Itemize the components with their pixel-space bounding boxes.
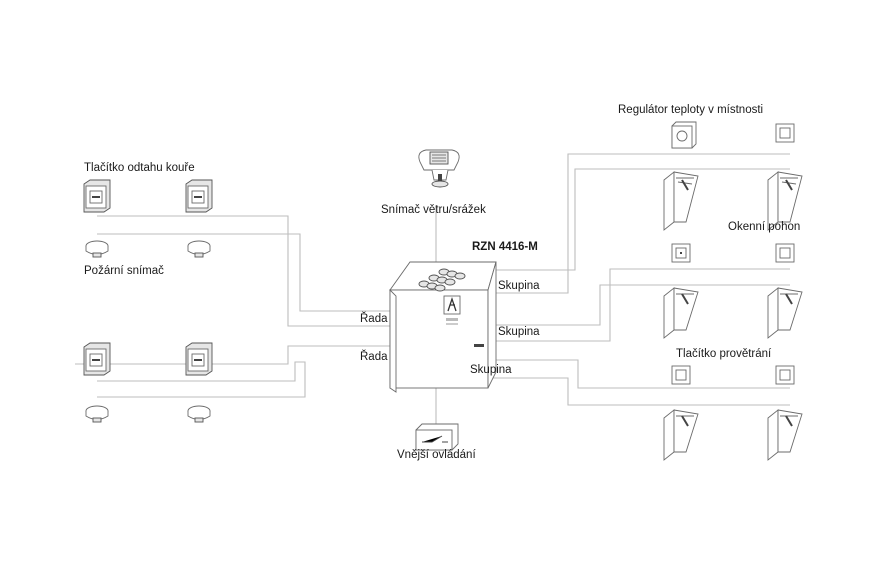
wall-switch-icon [775,123,795,143]
room-thermostat-icon [671,121,697,149]
wires-right [435,153,790,428]
fire-sensor-icon [187,405,211,423]
label-group-3: Skupina [470,364,512,376]
wind-rain-sensor-icon [418,149,460,188]
wire-group3-b [488,359,790,389]
label-controller: RZN 4416-M [472,241,538,253]
label-room-thermostat: Regulátor teploty v místnosti [618,104,764,116]
smoke-button-icon [185,179,213,213]
wire-line1-sensors [97,233,390,312]
window-drive-icon [767,171,803,231]
label-group-1: Skupina [498,280,540,292]
smoke-button-icon [83,342,111,376]
smoke-button-icon [185,342,213,376]
fire-sensor-icon [85,240,109,258]
fire-sensor-icon [187,240,211,258]
wire-line2-sensors [97,361,306,398]
smoke-button-icon [83,179,111,213]
window-drive-icon [663,171,699,231]
label-wind-rain-sensor: Snímač větru/srážek [381,204,486,216]
label-fire-sensor: Požární snímač [84,265,164,277]
cable-glands [418,268,466,292]
label-external-control: Vnější ovládání [397,449,476,461]
wall-switch-icon [775,365,795,385]
wire-line2-buttons [75,345,390,365]
fire-sensor-icon [85,405,109,423]
wire-group1-b [496,168,790,271]
wall-switch-icon [671,243,691,263]
window-drive-icon [767,287,803,339]
vent-button-icon [671,365,691,385]
window-drive-icon [663,287,699,339]
window-drive-icon [663,409,699,461]
wire-group1-a [488,153,790,294]
wires-left [75,215,390,398]
label-line-2: Řada [360,351,388,363]
wire-group3-a [460,377,790,406]
label-vent-button: Tlačítko provětrání [676,348,772,360]
window-drive-icon [767,409,803,461]
wire-group2-a [488,268,790,342]
wire-group2-b [488,284,790,326]
label-line-1: Řada [360,313,388,325]
wall-switch-icon [775,243,795,263]
label-window-drive: Okenní pohon [728,221,801,233]
brand-logo-icon [443,295,461,325]
label-smoke-button: Tlačítko odtahu kouře [84,162,195,174]
controller-cabinet [389,261,497,393]
cabinet-badge-icon [474,344,484,347]
wire-line1-buttons [97,215,390,327]
external-switch-icon [415,423,459,451]
label-group-2: Skupina [498,326,540,338]
